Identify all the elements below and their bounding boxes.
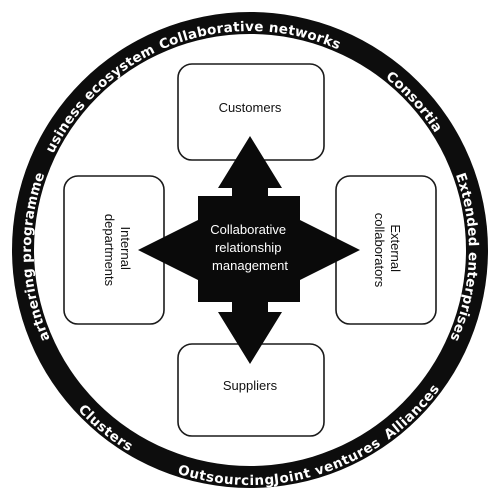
center-line-3: management [212,258,288,273]
svg-text:Internal departments: Internal departments [102,214,133,287]
center-line-2: relationship [215,240,282,255]
internal-departments-line-1: Internal [118,227,133,270]
internal-departments-label: Internal departments [102,214,133,287]
center-line-1: Collaborative [210,222,286,237]
svg-text:External collaborators: External collaborators [372,213,403,288]
external-collaborators-label: External collaborators [372,213,403,288]
suppliers-label: Suppliers [223,378,278,393]
internal-departments-line-2: departments [102,214,117,287]
external-collaborators-line-2: collaborators [372,213,387,288]
customers-label: Customers [219,100,282,115]
four-way-arrow [138,136,360,364]
center-label: Collaborative relationship management [210,222,290,273]
external-collaborators-line-1: External [388,224,403,272]
